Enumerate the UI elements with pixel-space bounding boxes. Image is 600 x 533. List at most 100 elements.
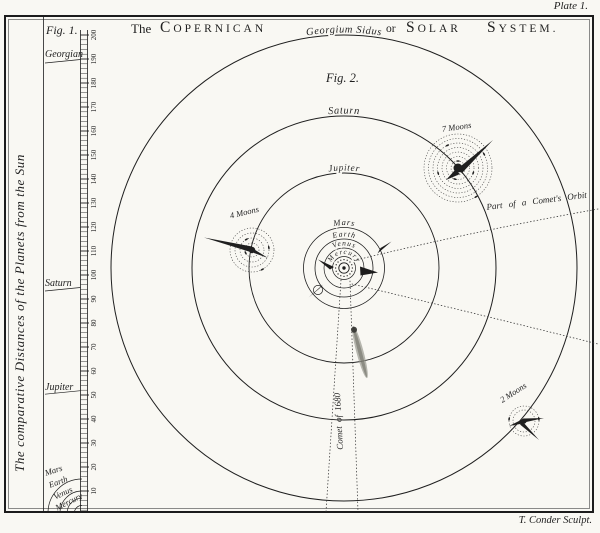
moon-orbit-ring bbox=[508, 405, 540, 437]
orbit-label-saturn: Saturn bbox=[328, 105, 361, 117]
marker-leader-arc bbox=[47, 478, 83, 514]
sun-ray-dot bbox=[340, 275, 342, 277]
moon-dot bbox=[260, 268, 264, 271]
outer-frame bbox=[4, 15, 594, 513]
scale-number: 160 bbox=[90, 125, 98, 136]
scale-number: 50 bbox=[90, 391, 98, 399]
scale-number: 90 bbox=[90, 295, 98, 303]
sun-ray-dot bbox=[346, 275, 348, 277]
comet-orbit-path-lower bbox=[351, 283, 599, 345]
moon-orbit-ring bbox=[428, 138, 488, 198]
title-word-system: SYSTEM. bbox=[487, 19, 559, 36]
orbit-label-georgium-sidus: Georgium Sidus bbox=[305, 24, 382, 38]
scale-number: 150 bbox=[90, 149, 98, 160]
moon-system-0 bbox=[204, 227, 275, 273]
moon-orbit-ring bbox=[437, 147, 479, 189]
planet-body bbox=[453, 163, 463, 173]
venus-marker bbox=[318, 259, 334, 270]
sun-ray-dot bbox=[335, 264, 337, 266]
scale-label-georgian: Georgian bbox=[45, 49, 83, 60]
ruler-numbers: 200 190 180 170 160 150 140 130 120 110 100 90 80 70 6… bbox=[90, 29, 98, 494]
moon-orbit-ring bbox=[244, 242, 260, 258]
scale-number: 110 bbox=[90, 245, 98, 256]
moon-orbit-ring bbox=[229, 227, 275, 273]
mars-marker bbox=[360, 266, 378, 276]
orbit-circle-jupiter bbox=[248, 172, 440, 364]
orbit-circle-earth bbox=[314, 238, 374, 298]
planet-ray bbox=[252, 248, 268, 258]
scale-number: 190 bbox=[90, 53, 98, 64]
planet-ray bbox=[456, 140, 493, 173]
scale-number: 70 bbox=[90, 343, 98, 351]
moon-dot bbox=[472, 171, 475, 175]
moon-orbit-ring bbox=[239, 237, 265, 263]
comet-1680-path-left bbox=[325, 279, 342, 513]
moon-systems bbox=[204, 133, 544, 440]
orbit-label-mercury: Mercury bbox=[326, 248, 363, 264]
orbit-circle-saturn bbox=[191, 115, 497, 421]
moon-orbit-ring bbox=[512, 409, 536, 433]
earth-marker bbox=[308, 284, 323, 298]
sun-symbol bbox=[334, 258, 354, 278]
moon-dot bbox=[445, 144, 450, 147]
moon-dot bbox=[482, 152, 486, 156]
sun-ray-dot bbox=[346, 259, 348, 261]
planet-ray bbox=[204, 237, 252, 253]
marker-leader-line bbox=[44, 59, 81, 64]
scale-number: 180 bbox=[90, 77, 98, 88]
moon-dot bbox=[453, 178, 457, 181]
comet-direction-arrow bbox=[377, 241, 392, 254]
planet-ray bbox=[446, 170, 460, 180]
scale-number: 140 bbox=[90, 173, 98, 184]
sun-ray-dot bbox=[334, 267, 337, 269]
scale-number: 80 bbox=[90, 319, 98, 327]
orbit-circle-mars bbox=[303, 227, 385, 309]
scale-number: 100 bbox=[90, 269, 98, 280]
moon-dot bbox=[437, 171, 440, 176]
fig2-label: Fig. 2. bbox=[326, 71, 359, 85]
planet-ray bbox=[524, 418, 544, 423]
scale-marker-leaders bbox=[44, 59, 83, 514]
scale-number: 60 bbox=[90, 367, 98, 375]
sun-ray-dot bbox=[340, 259, 342, 261]
side-title: The comparative Distances of the Planets… bbox=[12, 154, 27, 472]
scale-label-jupiter: Jupiter bbox=[45, 382, 74, 393]
title-word-copernican: COPERNICAN bbox=[160, 19, 267, 36]
planet-ray bbox=[520, 422, 539, 440]
scale-number: 170 bbox=[90, 101, 98, 112]
planet-ray bbox=[509, 419, 523, 426]
marker-leader-arc bbox=[59, 490, 83, 514]
scale-number: 20 bbox=[90, 463, 98, 471]
title-lead: The bbox=[131, 21, 152, 36]
marker-leader-arc bbox=[66, 497, 83, 514]
orbit-circle-georgium-sidus bbox=[110, 34, 578, 502]
scale-number: 130 bbox=[90, 197, 98, 208]
moon-orbit-ring bbox=[423, 133, 493, 203]
sun-ray-dot bbox=[349, 261, 351, 263]
comet-1680-path-right bbox=[349, 280, 359, 513]
moon-orbit-ring bbox=[441, 151, 475, 185]
planet-body bbox=[248, 246, 256, 254]
moon-dot bbox=[474, 195, 478, 199]
moon-system-2 bbox=[508, 405, 544, 440]
scale-number: 120 bbox=[90, 221, 98, 232]
moon-dot bbox=[244, 251, 247, 255]
moon-orbit-ring bbox=[446, 156, 470, 180]
engraver-signature: T. Conder Sculpt. bbox=[518, 515, 592, 526]
scale-label-saturn: Saturn bbox=[45, 278, 72, 289]
sun-ray-dot bbox=[337, 261, 339, 263]
comet-orbit-path-upper bbox=[351, 208, 599, 262]
scale-number: 200 bbox=[90, 29, 98, 40]
moon-dot bbox=[268, 245, 270, 250]
moon-orbit-ring bbox=[234, 232, 270, 268]
sun-ray-dot bbox=[351, 264, 353, 266]
orbit-label-jupiter: Jupiter bbox=[328, 163, 361, 174]
scale-number: 10 bbox=[90, 487, 98, 495]
sun-ray-dot bbox=[343, 275, 345, 278]
inner-frame bbox=[8, 19, 590, 509]
title-word-solar: SOLAR bbox=[406, 19, 461, 36]
marker-leader-line bbox=[44, 287, 81, 292]
plate-label: Plate 1. bbox=[553, 0, 588, 12]
